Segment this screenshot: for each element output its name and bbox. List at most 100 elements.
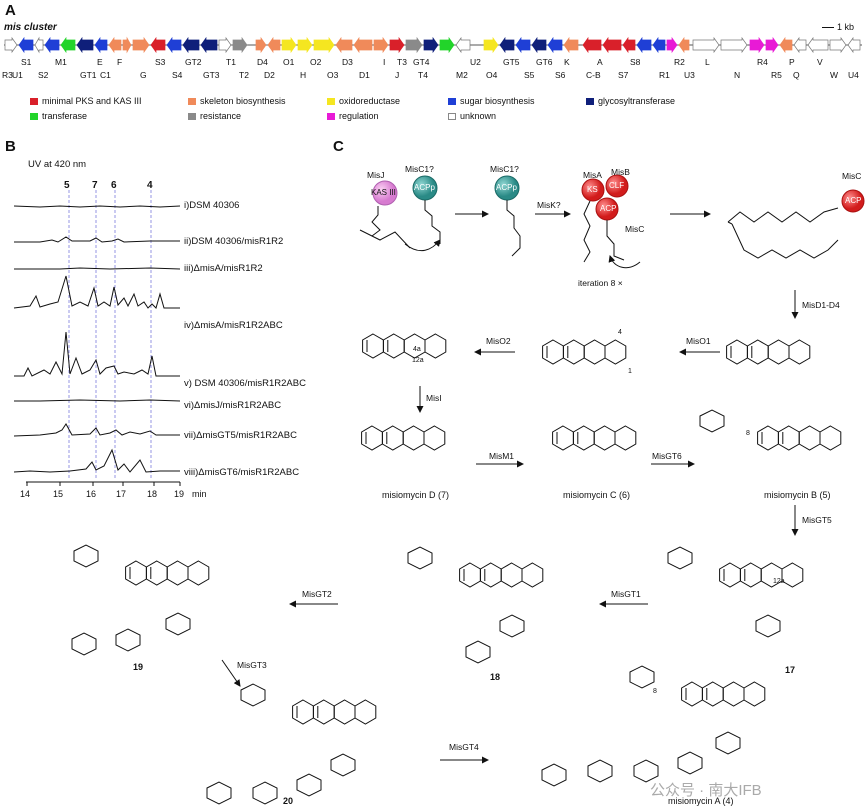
gene-label-s3: S3 (155, 57, 166, 67)
gene-label-l: L (705, 57, 710, 67)
legend-item-glycosyltransferase: glycosyltransferase (586, 96, 675, 106)
legend-label: oxidoreductase (339, 96, 401, 106)
gene-label-e: E (97, 57, 103, 67)
gene-label-gt2: GT2 (185, 57, 202, 67)
gene-arrow (132, 36, 150, 54)
label-misj: MisJ (367, 170, 385, 180)
legend-label: sugar biosynthesis (460, 96, 535, 106)
label-miso1: MisO1 (686, 336, 711, 346)
position-12a-17: 12a (773, 578, 785, 585)
trace-v (14, 331, 180, 377)
gene-label-s6: S6 (555, 70, 566, 80)
watermark: 公众号 · 南大IFB (650, 782, 762, 799)
gene-label-gt6: GT6 (536, 57, 553, 67)
trace-label-iii: iii)ΔmisA/misR1R2 (184, 263, 263, 274)
polyketide-chain (727, 189, 865, 259)
compound-label-18: 18 (490, 672, 501, 682)
peak-label-6: 6 (111, 180, 117, 191)
legend: minimal PKS and KAS III skeleton biosynt… (30, 96, 860, 126)
label-misgt3: MisGT3 (237, 660, 267, 670)
compound-misiomycin-b (699, 409, 841, 450)
gene-arrow (297, 36, 313, 54)
legend-swatch (586, 97, 594, 105)
gene-label-s8: S8 (630, 57, 641, 67)
trace-label-viii: viii)ΔmisGT6/misR1R2ABC (184, 467, 300, 478)
legend-label: glycosyltransferase (598, 96, 676, 106)
compound-label-19: 19 (133, 662, 144, 672)
hplc-title: UV at 420 nm (28, 159, 87, 170)
trace-label-v: v) DSM 40306/misR1R2ABC (184, 378, 306, 389)
gene-label-u3: U3 (684, 70, 695, 80)
scale-label: 1 kb (837, 22, 855, 32)
gene-arrow (313, 36, 335, 54)
domain-kas3: KAS III (371, 188, 396, 197)
x-tick-14: 14 (20, 489, 31, 499)
compound-label-4: misiomycin A (4) (668, 796, 734, 806)
domain-acpp-1: ACPp (414, 183, 435, 192)
gene-label-k: K (564, 57, 570, 67)
gene-arrow (150, 36, 166, 54)
gene-arrow (829, 36, 847, 54)
x-tick-19: 19 (174, 489, 185, 499)
trace-vii (13, 423, 180, 437)
gene-arrow (44, 36, 60, 54)
label-misb: MisB (611, 167, 630, 177)
gene-arrow (483, 36, 499, 54)
trace-label-i: i)DSM 40306 (184, 200, 240, 211)
domain-acpp-2: ACPp (496, 183, 517, 192)
gene-label-i: I (383, 57, 386, 67)
gene-label-gt3: GT3 (203, 70, 220, 80)
label-misc-right: MisC (842, 171, 862, 181)
gene-arrow (232, 36, 248, 54)
gene-arrow (678, 36, 690, 54)
gene-label-u1: U1 (12, 70, 23, 80)
gene-label-c-b: C-B (586, 70, 601, 80)
gene-label-d4: D4 (257, 57, 268, 67)
gene-arrow (373, 36, 389, 54)
gene-label-a: A (597, 57, 603, 67)
label-misd: MisD1-D4 (802, 300, 840, 310)
gene-arrow (60, 36, 76, 54)
legend-item-pks: minimal PKS and KAS III (30, 96, 142, 106)
gene-arrow (94, 36, 108, 54)
gene-label-v: V (817, 57, 823, 67)
compound-quinone-intermediate (543, 340, 626, 364)
compound-18 (407, 546, 543, 664)
gene-label-s5: S5 (524, 70, 535, 80)
compound-anthracene-precursor (727, 340, 810, 364)
label-misgt1: MisGT1 (611, 589, 641, 599)
gene-arrow (622, 36, 636, 54)
gene-label-p: P (789, 57, 795, 67)
gene-arrow (166, 36, 182, 54)
trace-iii (14, 267, 181, 270)
gene-arrow (636, 36, 652, 54)
gene-arrow (267, 36, 281, 54)
legend-label: unknown (460, 111, 497, 121)
gene-arrow (353, 36, 373, 54)
label-misi: MisI (426, 393, 442, 403)
legend-swatch (30, 112, 38, 120)
gene-arrow (281, 36, 297, 54)
x-tick-18: 18 (147, 489, 158, 499)
legend-swatch (30, 97, 38, 105)
legend-swatch (448, 112, 456, 120)
acpp-complex-2 (494, 175, 521, 257)
gene-label-d2: D2 (264, 70, 275, 80)
compound-oxidized-intermediate (363, 334, 446, 358)
gene-label-r3: R3 (2, 70, 13, 80)
legend-swatch (327, 112, 335, 120)
label-misc1-b: MisC1? (490, 164, 519, 174)
gene-label-m1: M1 (55, 57, 67, 67)
x-tick-17: 17 (116, 489, 127, 499)
gene-label-q: Q (793, 70, 800, 80)
position-1: 1 (628, 368, 632, 375)
compound-label-17: 17 (785, 665, 796, 675)
gene-label-r1: R1 (659, 70, 670, 80)
gene-arrow (499, 36, 515, 54)
gene-label-o2: O2 (310, 57, 322, 67)
gene-arrow (779, 36, 793, 54)
legend-label: skeleton biosynthesis (200, 96, 286, 106)
cluster-title: mis cluster (4, 22, 57, 33)
position-4a: 4a (413, 346, 421, 353)
legend-item-unknown: unknown (448, 111, 496, 121)
